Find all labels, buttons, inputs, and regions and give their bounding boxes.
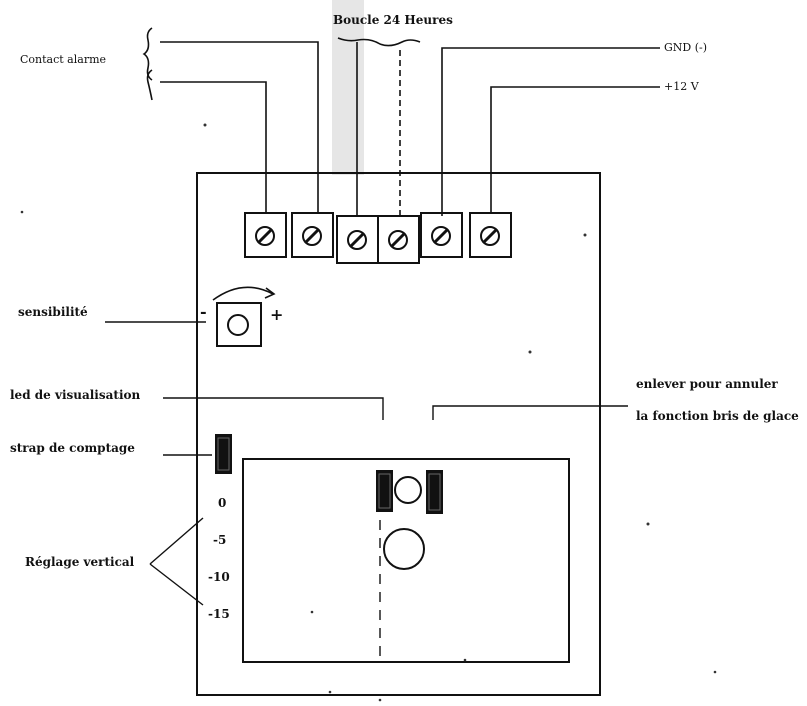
leader-led	[163, 397, 384, 420]
sensor-board	[242, 458, 570, 663]
visualisation-led	[394, 476, 422, 504]
potentiometer-knob	[227, 314, 249, 336]
gnd-label: GND (-)	[664, 41, 708, 54]
brace-contact	[142, 27, 153, 81]
adjust-arc	[212, 286, 274, 301]
terminal-4	[377, 215, 420, 264]
terminal-2	[291, 212, 334, 258]
sensor-capsule	[383, 528, 425, 570]
module-housing	[196, 172, 601, 696]
leader-enlever	[432, 405, 628, 420]
strap-jumper	[215, 434, 232, 474]
scale-tick-10: -10	[208, 570, 230, 584]
leader-lines	[105, 321, 628, 606]
adjust-arrow-icon	[264, 287, 276, 299]
leader-reglage-bottom	[149, 563, 204, 606]
wire-contact-a	[160, 81, 267, 213]
brace-boucle	[337, 37, 421, 47]
scale-tick-0: 0	[218, 496, 227, 510]
terminal-6	[469, 212, 512, 258]
brace-contact-lower	[146, 69, 153, 101]
enlever-label-line1: enlever pour annuler	[636, 377, 778, 391]
enlever-label-line2: la fonction bris de glace	[636, 409, 799, 423]
scale-tick-15: -15	[208, 607, 230, 621]
led-label: led de visualisation	[10, 388, 141, 402]
wires	[160, 41, 660, 216]
wire-contact-b	[160, 41, 319, 213]
terminal-block	[244, 212, 512, 264]
plus-sign: +	[270, 305, 284, 324]
terminal-3	[336, 215, 379, 264]
glass-break-strap-right	[426, 470, 443, 514]
sensibilite-label: sensibilité	[18, 305, 88, 319]
plus-12v-label: +12 V	[664, 80, 699, 93]
leader-reglage-top	[149, 517, 204, 565]
glass-break-strap-left	[376, 470, 393, 512]
wire-gnd	[441, 47, 660, 216]
scan-specks	[20, 123, 717, 702]
minus-sign: -	[200, 302, 207, 321]
scale-tick-5: -5	[213, 533, 227, 547]
strap-label: strap de comptage	[10, 441, 135, 455]
scan-noise	[332, 0, 364, 175]
wire-12v	[490, 86, 660, 213]
reglage-label: Réglage vertical	[25, 555, 135, 569]
boucle-label: Boucle 24 Heures	[333, 13, 453, 27]
terminal-1	[244, 212, 287, 258]
terminal-5	[420, 212, 463, 258]
sensitivity-potentiometer	[216, 302, 262, 347]
contact-alarme-label: Contact alarme	[20, 53, 107, 66]
